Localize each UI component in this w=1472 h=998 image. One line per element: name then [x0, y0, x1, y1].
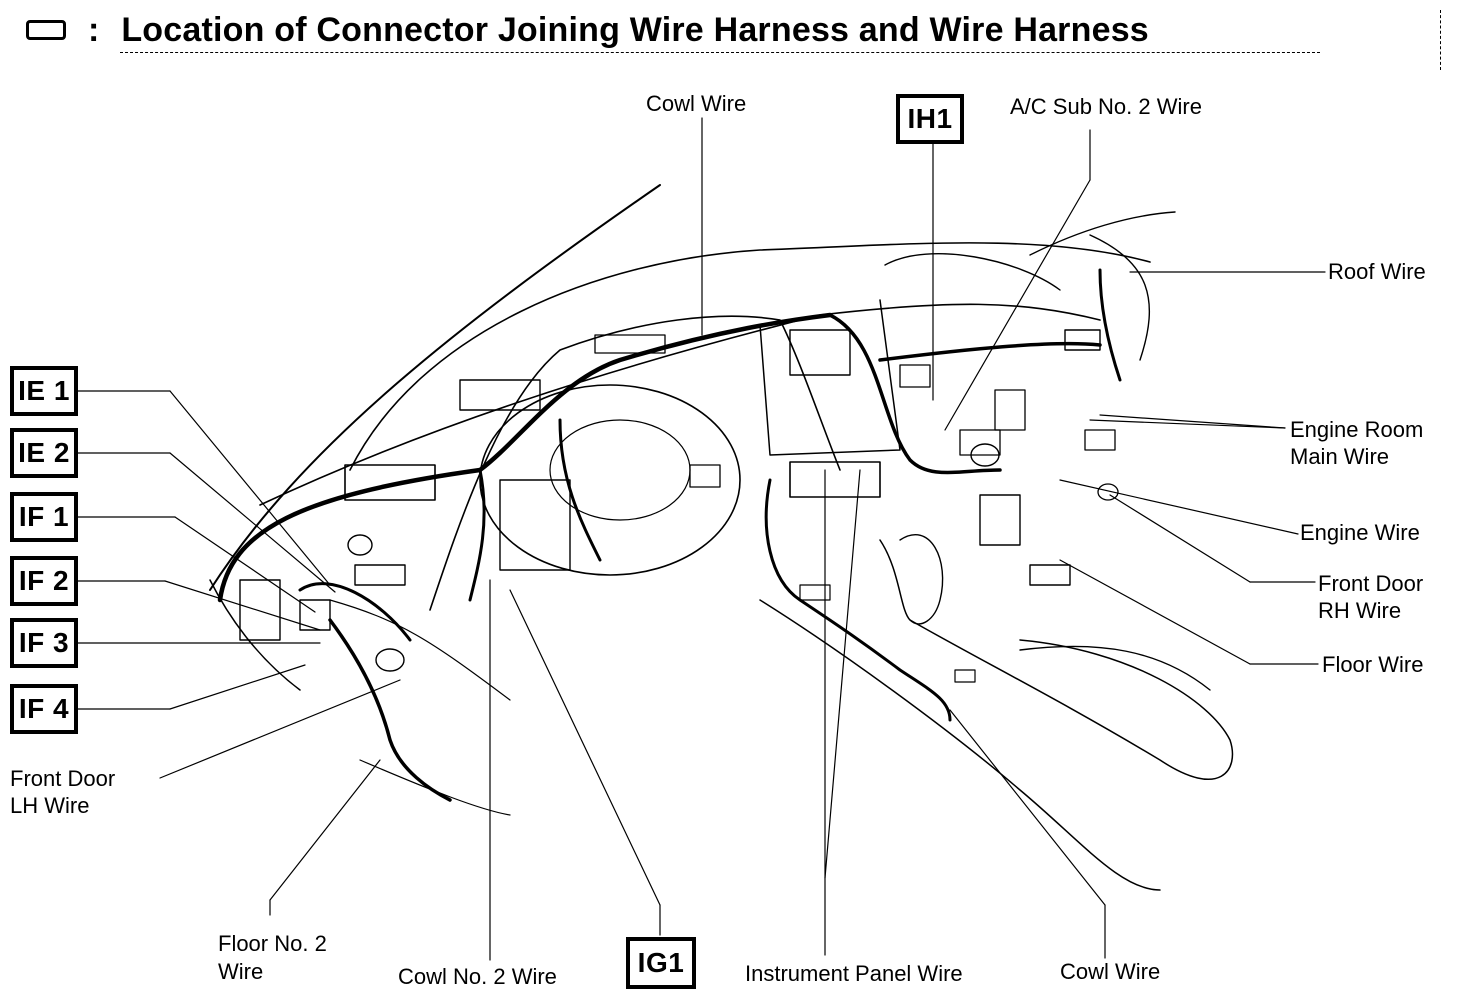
page-title: : Location of Connector Joining Wire Har…	[26, 6, 1306, 54]
connector-code-if3: IF 3	[10, 618, 78, 668]
connector-code-if4: IF 4	[10, 684, 78, 734]
title-colon: :	[88, 10, 100, 49]
connector-code-ig1: IG1	[626, 937, 696, 989]
label-instrument-panel-wire: Instrument Panel Wire	[745, 961, 963, 986]
label-floor-no2-wire-line1: Floor No. 2	[218, 931, 327, 956]
label-ac-sub-no2-wire: A/C Sub No. 2 Wire	[1010, 94, 1202, 119]
label-front-door-lh-wire-line2: LH Wire	[10, 793, 90, 818]
margin-rule	[1440, 10, 1441, 70]
label-front-door-rh-wire-line1: Front Door	[1318, 571, 1424, 596]
dash-top-outline	[259, 303, 1101, 506]
connector-code-if2: IF 2	[10, 556, 78, 606]
label-engine-room-main-wire-line2: Main Wire	[1290, 444, 1390, 469]
connector-box-symbol-icon	[26, 20, 66, 40]
label-front-door-lh-wire-line1: Front Door	[10, 766, 116, 791]
label-roof-wire: Roof Wire	[1328, 259, 1426, 284]
label-engine-wire: Engine Wire	[1300, 520, 1420, 545]
steering-wheel-outline	[479, 384, 741, 576]
label-cowl-wire-top: Cowl Wire	[646, 91, 747, 116]
label-floor-wire: Floor Wire	[1322, 652, 1424, 677]
title-text: Location of Connector Joining Wire Harne…	[121, 10, 1149, 49]
title-underline	[120, 52, 1320, 53]
roof-outline	[349, 242, 1151, 471]
label-engine-room-main-wire-line1: Engine Room	[1290, 417, 1424, 442]
center-console-outline	[879, 539, 1234, 781]
label-floor-no2-wire-line2: Wire	[218, 959, 264, 984]
label-cowl-no2-wire: Cowl No. 2 Wire	[398, 964, 557, 989]
label-front-door-rh-wire-line2: RH Wire	[1318, 598, 1402, 623]
label-cowl-wire-bottom: Cowl Wire	[1060, 959, 1161, 984]
connector-code-ie1: IE 1	[10, 366, 78, 416]
connector-code-ih1: IH1	[896, 94, 964, 144]
connector-code-if1: IF 1	[10, 492, 78, 542]
pillar-right-outline	[1029, 211, 1176, 256]
windshield-outline	[209, 184, 661, 591]
cowl-harness-main	[217, 312, 833, 603]
connector-code-ie2: IE 2	[10, 428, 78, 478]
